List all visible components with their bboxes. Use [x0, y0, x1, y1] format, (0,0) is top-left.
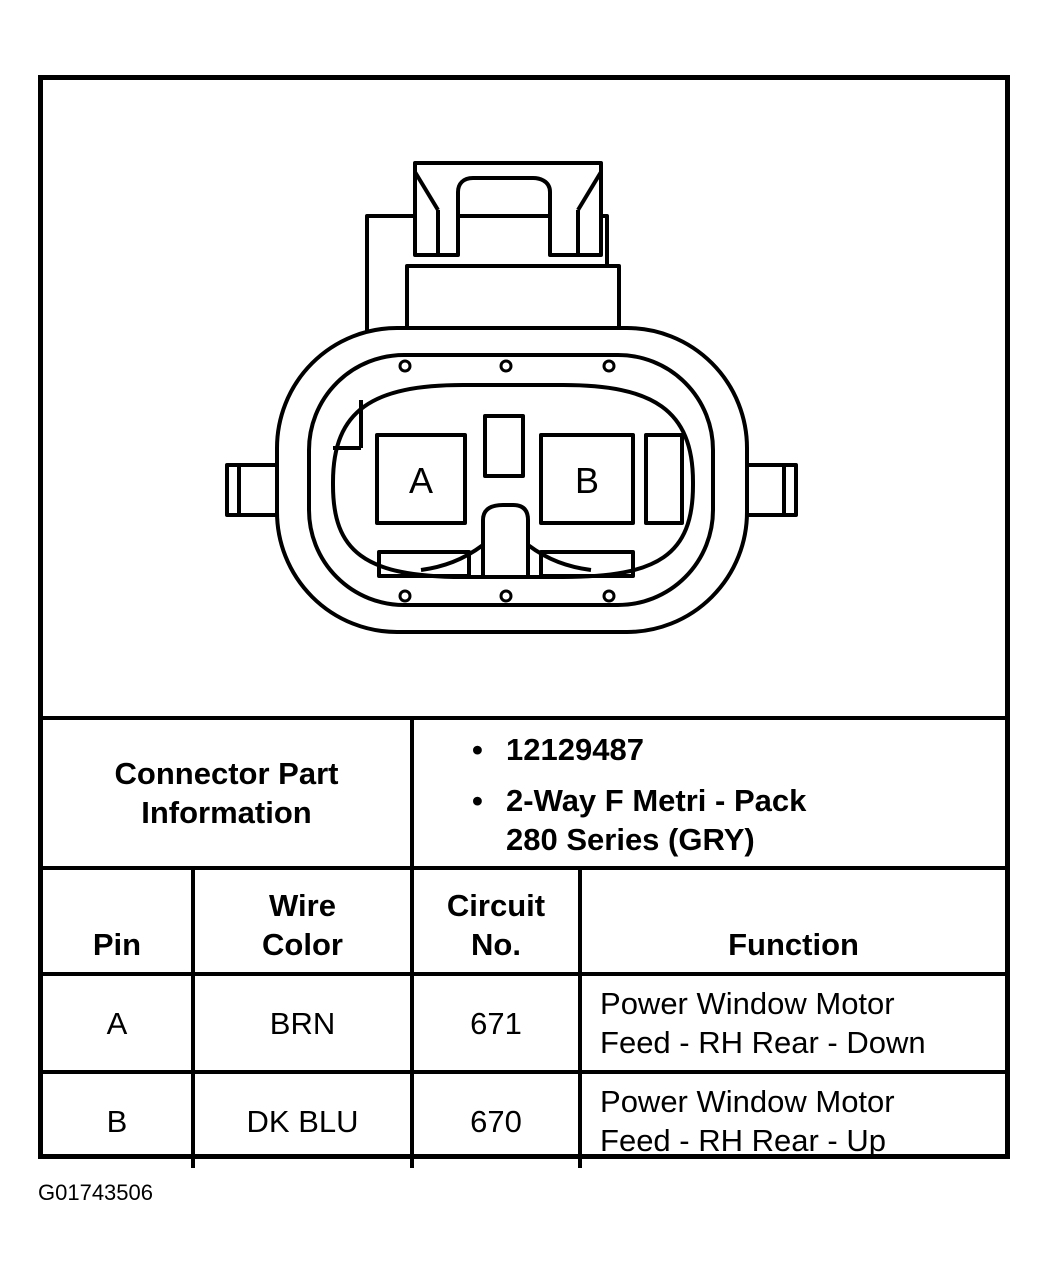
connector-face-diagram: A B [43, 80, 1005, 716]
figure-id: G01743506 [38, 1180, 153, 1205]
pin-cell: A [43, 972, 195, 1074]
connector-figure-frame: A B Connector Part Information •12129487… [38, 75, 1010, 1168]
circuit-cell: 670 [410, 1070, 583, 1168]
part-info-row: Connector Part Information •12129487 •2-… [43, 716, 1006, 870]
connector-description: 2-Way F Metri - Pack [506, 783, 807, 818]
lock-tab [365, 161, 621, 334]
cavity-a [375, 433, 467, 525]
pin-cell: B [43, 1070, 195, 1168]
header-function: Function [578, 866, 1006, 976]
connector-pinout-table: Connector Part Information •12129487 •2-… [43, 716, 1006, 1168]
connector-outer-housing [275, 326, 749, 634]
part-info-label: Connector Part Information [43, 716, 415, 870]
connector-description-line: •2-Way F Metri - Pack [472, 783, 807, 818]
wire-color-cell: BRN [190, 972, 415, 1074]
part-number: 12129487 [506, 732, 644, 767]
part-info-details: •12129487 •2-Way F Metri - Pack 280 Seri… [410, 716, 1006, 870]
cavity-b [539, 433, 635, 525]
header-pin: Pin [43, 866, 195, 976]
connector-series: 280 Series (GRY) [506, 822, 755, 857]
center-key [483, 414, 525, 478]
connector-inner-housing [307, 353, 715, 607]
wire-color-cell: DK BLU [190, 1070, 415, 1168]
cavity-b-label: B [575, 460, 599, 501]
circuit-cell: 671 [410, 972, 583, 1074]
cavity-a-label: A [409, 460, 433, 501]
part-number-line: •12129487 [472, 732, 644, 767]
